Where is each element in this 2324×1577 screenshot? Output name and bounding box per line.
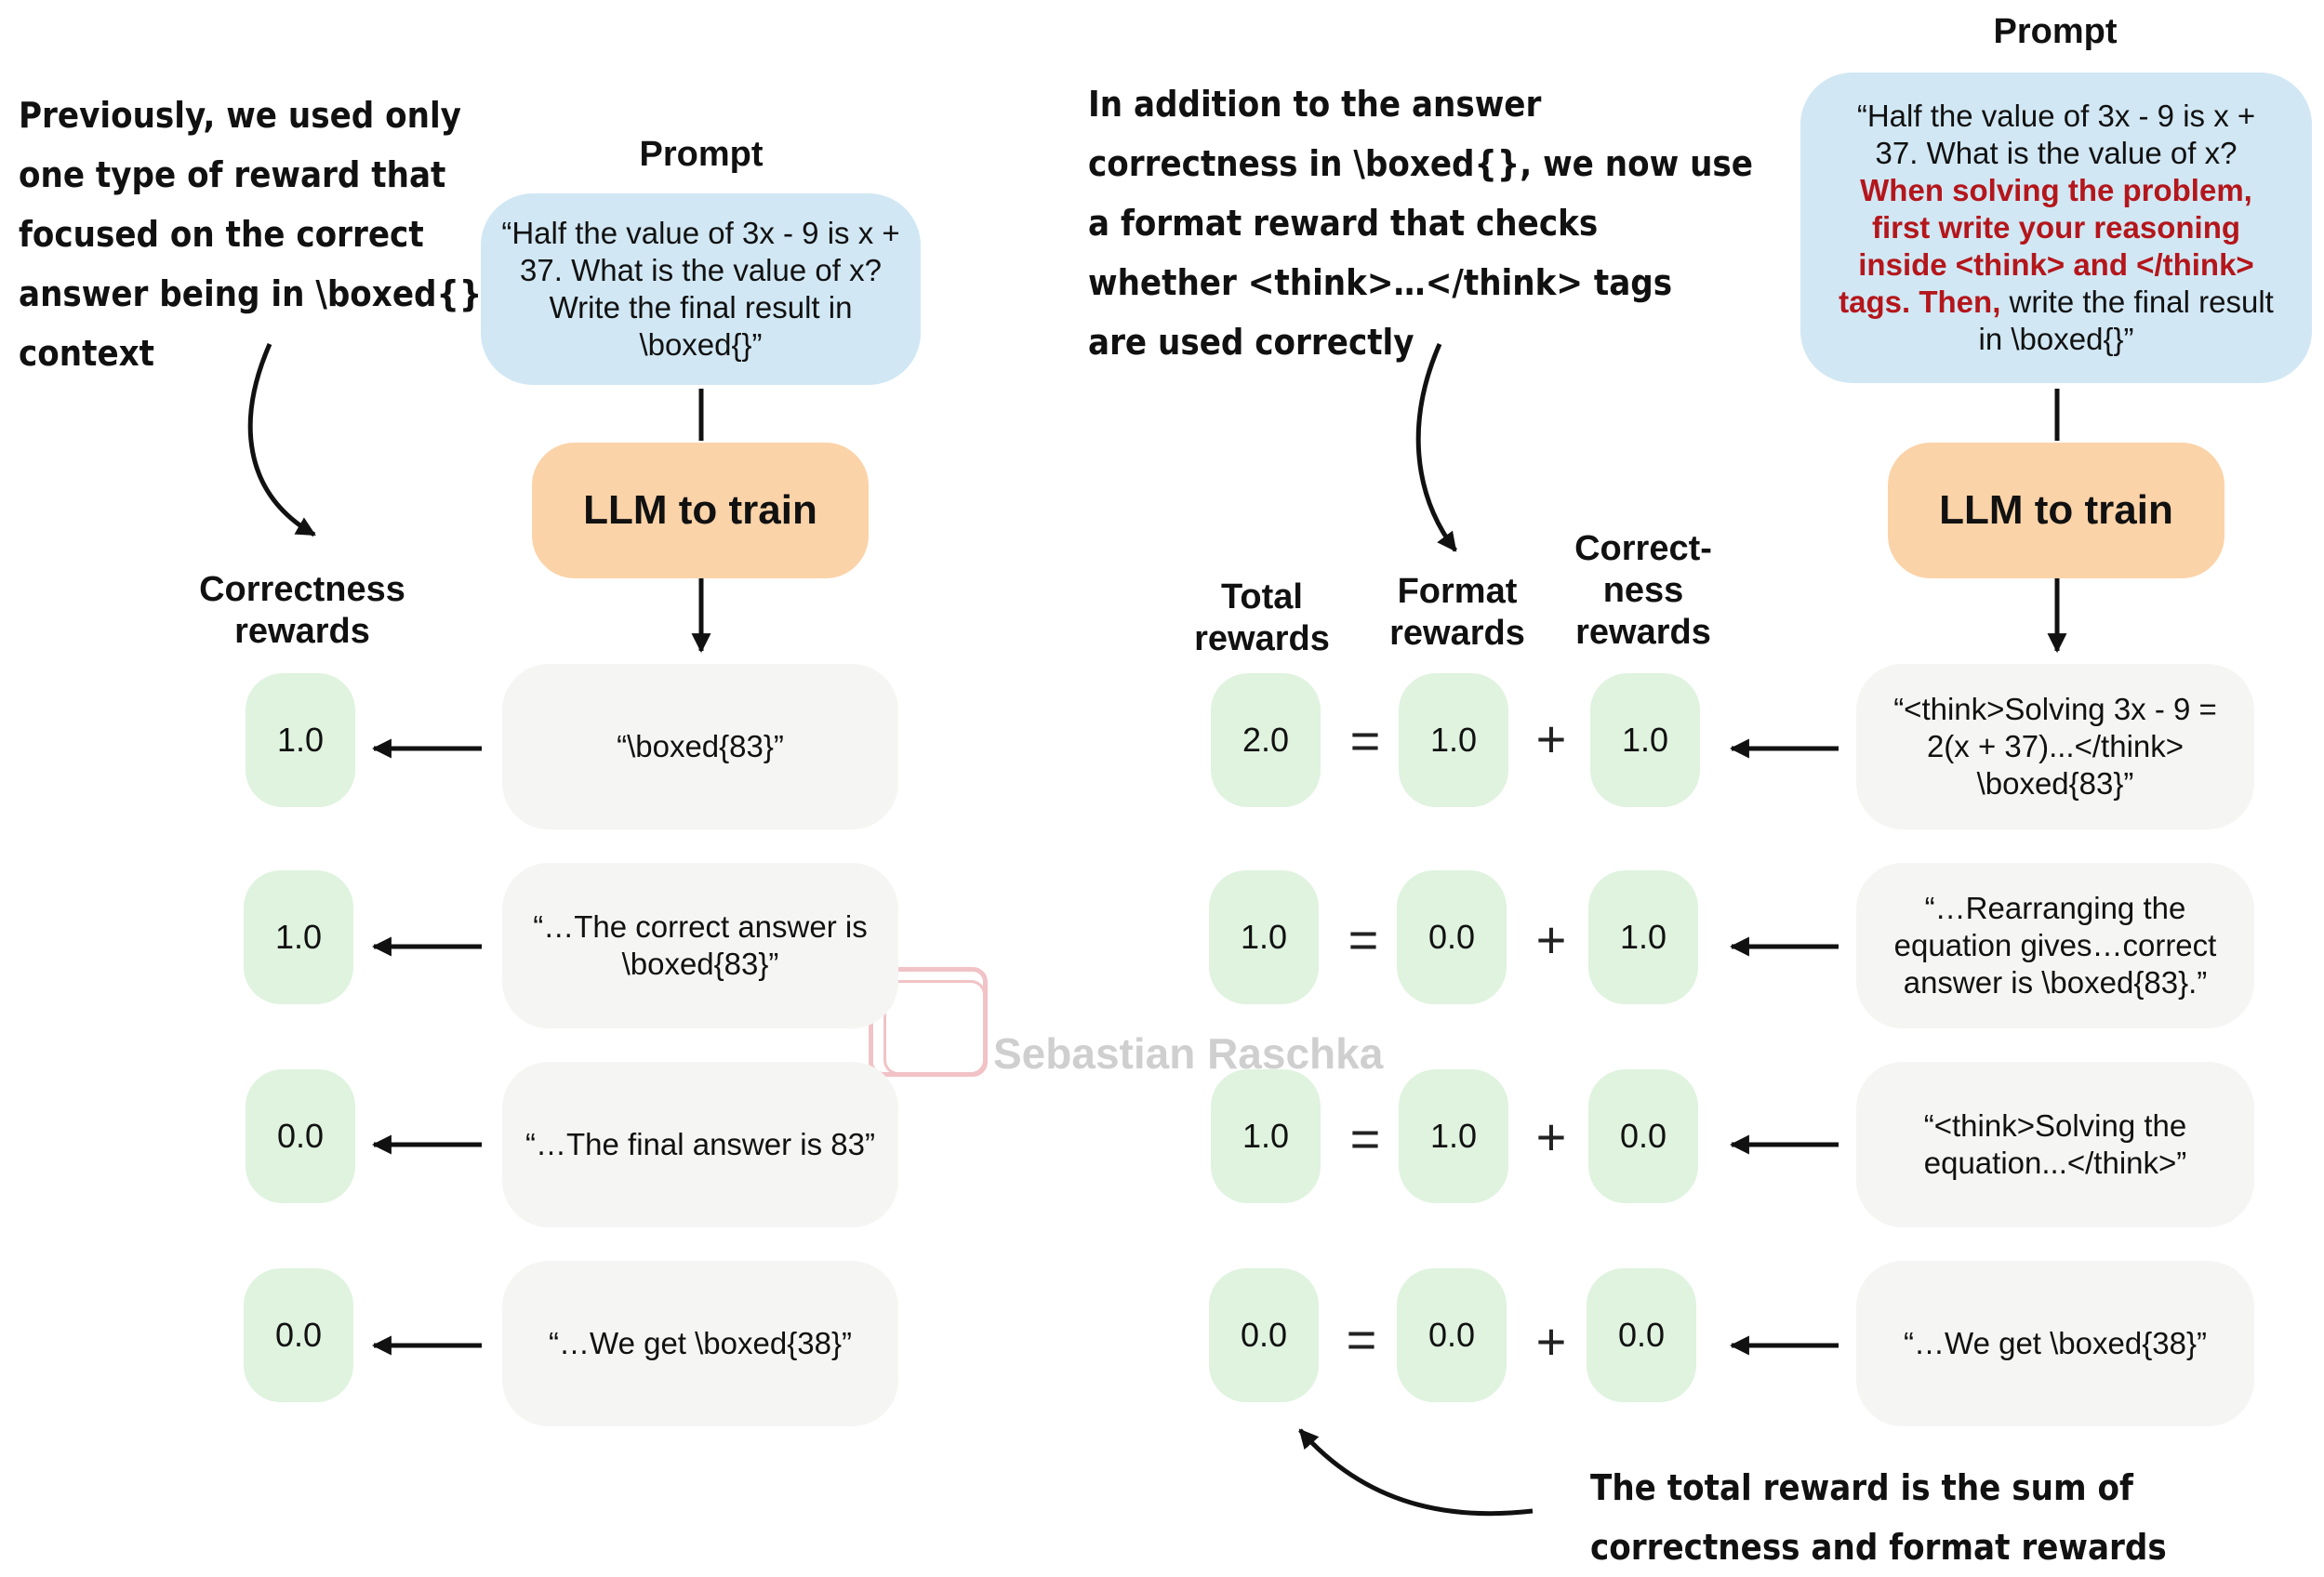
right-llm-box: LLM to train: [1888, 443, 2224, 578]
right-prompt-header: Prompt: [1993, 12, 2118, 51]
left-note-line: focused on the correct: [19, 214, 424, 255]
right-note-line: are used correctly: [1088, 322, 1414, 363]
left-reward-value: 1.0: [244, 870, 353, 1004]
right-prompt-text: “Half the value of 3x - 9 is x + 37. Wha…: [1832, 98, 2280, 358]
equals-sign: =: [1349, 710, 1381, 770]
right-response-box: “<think>Solving the equation...</think>”: [1856, 1062, 2254, 1227]
left-response-box: “\boxed{83}”: [502, 664, 898, 829]
watermark-logo-icon-back: [883, 980, 986, 1075]
right-response-text: “<think>Solving 3x - 9 = 2(x + 37)...</t…: [1893, 692, 2217, 801]
equals-sign: =: [1349, 1108, 1381, 1168]
right-response-box: “<think>Solving 3x - 9 = 2(x + 37)...</t…: [1856, 664, 2254, 829]
right-prompt-intro: “Half the value of 3x - 9 is x + 37. Wha…: [1856, 99, 2256, 170]
right-response-text: “<think>Solving the equation...</think>”: [1923, 1108, 2187, 1180]
bottom-note-line: correctness and format rewards: [1590, 1527, 2167, 1568]
right-format-value: 0.0: [1397, 870, 1507, 1004]
left-response-text: “\boxed{83}”: [617, 729, 784, 763]
bottom-note-line: The total reward is the sum of: [1590, 1467, 2133, 1508]
right-format-value: 0.0: [1397, 1268, 1507, 1402]
right-note-curved-arrow: [1415, 342, 1457, 552]
right-format-header: Format rewards: [1389, 572, 1525, 653]
right-prompt-highlight: When solving the problem, first write yo…: [1839, 173, 2254, 319]
left-reward-value: 0.0: [246, 1069, 355, 1203]
left-response-box: “…The final answer is 83”: [502, 1062, 898, 1227]
left-response-box: “…We get \boxed{38}”: [502, 1261, 898, 1426]
right-total-header: Total rewards: [1194, 577, 1330, 658]
left-response-box: “…The correct answer is \boxed{83}”: [502, 863, 898, 1028]
left-note-line: Previously, we used only: [19, 95, 461, 136]
left-llm-box: LLM to train: [532, 443, 869, 578]
right-correctness-value: 1.0: [1590, 673, 1700, 807]
left-llm-label: LLM to train: [583, 487, 817, 533]
left-prompt-box: “Half the value of 3x - 9 is x + 37. Wha…: [481, 193, 921, 385]
left-correctness-header: Correctness rewards: [199, 570, 405, 651]
right-note-line: a format reward that checks: [1088, 203, 1599, 244]
right-prompt-box: “Half the value of 3x - 9 is x + 37. Wha…: [1800, 73, 2312, 383]
left-reward-value: 0.0: [244, 1268, 353, 1402]
right-response-text: “…Rearranging the equation gives…correct…: [1893, 891, 2217, 1000]
right-note: In addition to the answer correctness in…: [1088, 74, 1753, 372]
bottom-note-curved-arrow: [1298, 1428, 1534, 1517]
right-total-value: 1.0: [1209, 870, 1319, 1004]
right-total-value: 1.0: [1211, 1069, 1321, 1203]
right-note-line: In addition to the answer: [1088, 84, 1542, 125]
right-correctness-header: Correct- ness rewards: [1574, 529, 1712, 652]
right-llm-label: LLM to train: [1939, 487, 2173, 533]
left-reward-value: 1.0: [246, 673, 355, 807]
right-prompt-outro: write the final result in \boxed{}”: [1978, 285, 2274, 356]
right-note-line: correctness in \boxed{}, we now use: [1088, 143, 1753, 184]
plus-sign: +: [1535, 909, 1567, 969]
plus-sign: +: [1535, 709, 1567, 768]
plus-sign: +: [1535, 1107, 1567, 1166]
left-note-line: context: [19, 333, 155, 374]
left-note-line: answer being in \boxed{}: [19, 273, 483, 314]
right-response-box: “…Rearranging the equation gives…correct…: [1856, 863, 2254, 1028]
left-note-line: one type of reward that: [19, 154, 446, 195]
left-response-text: “…The correct answer is \boxed{83}”: [533, 909, 868, 981]
equals-sign: =: [1346, 1309, 1377, 1369]
right-format-value: 1.0: [1399, 673, 1508, 807]
equals-sign: =: [1348, 909, 1379, 969]
left-response-text: “…The final answer is 83”: [525, 1127, 875, 1161]
left-prompt-header: Prompt: [639, 135, 764, 174]
right-total-value: 2.0: [1211, 673, 1321, 807]
plus-sign: +: [1535, 1311, 1567, 1371]
right-correctness-value: 1.0: [1588, 870, 1698, 1004]
left-note-curved-arrow: [247, 342, 316, 537]
right-correctness-value: 0.0: [1587, 1268, 1696, 1402]
bottom-note: The total reward is the sum of correctne…: [1590, 1458, 2167, 1577]
right-correctness-value: 0.0: [1588, 1069, 1698, 1203]
watermark-text: Sebastian Raschka: [993, 1029, 1384, 1078]
right-total-value: 0.0: [1209, 1268, 1319, 1402]
right-response-text: “…We get \boxed{38}”: [1904, 1326, 2207, 1360]
right-note-line: whether <think>…</think> tags: [1088, 262, 1673, 303]
left-note: Previously, we used only one type of rew…: [19, 86, 482, 383]
right-format-value: 1.0: [1399, 1069, 1508, 1203]
left-response-text: “…We get \boxed{38}”: [549, 1326, 852, 1360]
right-response-box: “…We get \boxed{38}”: [1856, 1261, 2254, 1426]
left-prompt-text: “Half the value of 3x - 9 is x + 37. Wha…: [501, 216, 900, 362]
